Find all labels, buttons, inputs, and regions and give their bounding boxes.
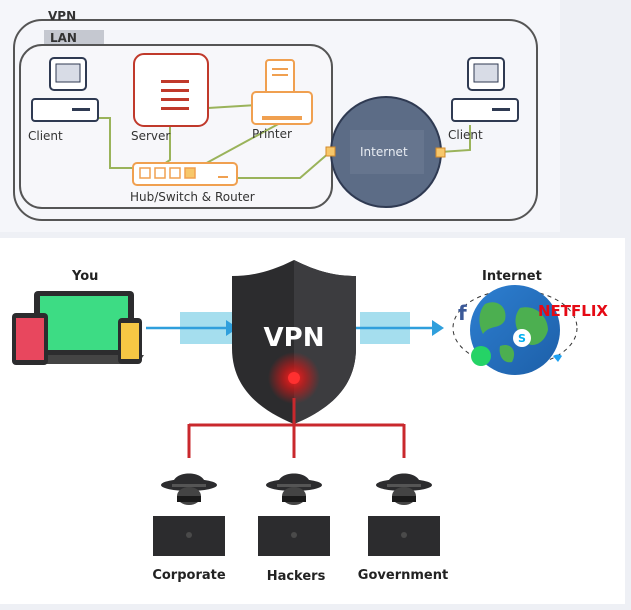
network-svg: VPN LAN Client Server Printer xyxy=(13,9,538,221)
vpn-title: VPN xyxy=(48,9,76,23)
line-client-hub xyxy=(98,117,133,169)
internet-label-bottom: Internet xyxy=(482,269,542,284)
vpn-protection-diagram: You VPN Internet xyxy=(0,238,625,604)
globe-icon xyxy=(452,285,578,375)
threat-connectors xyxy=(187,398,406,458)
hub-icon xyxy=(132,162,238,186)
vpn-shield-label: VPN xyxy=(264,323,325,353)
twitter-icon xyxy=(553,354,562,362)
vpn-boundary xyxy=(13,19,538,221)
threat-label-government: Government xyxy=(358,568,448,583)
svg-text:S: S xyxy=(518,332,526,345)
lan-title-bg xyxy=(44,30,104,45)
printer-icon xyxy=(251,59,313,125)
internet-label-bg xyxy=(350,130,424,174)
internet-port-right xyxy=(435,147,446,158)
printer-label: Printer xyxy=(252,127,292,141)
client-left-label: Client xyxy=(28,129,63,143)
threat-government-icon xyxy=(368,473,440,556)
hub-label: Hub/Switch & Router xyxy=(130,190,255,204)
vpn-shield-icon xyxy=(232,260,356,424)
threat-label-corporate: Corporate xyxy=(152,568,226,583)
server-icon xyxy=(133,53,209,127)
line-internet-client xyxy=(439,125,471,153)
internet-port-left xyxy=(325,146,336,157)
you-label: You xyxy=(71,269,98,284)
threat-hackers-icon xyxy=(258,473,330,556)
threat-corporate-icon xyxy=(153,473,225,556)
client-left-icon xyxy=(31,57,99,122)
devices-icon xyxy=(12,291,144,365)
client-right-label: Client xyxy=(448,128,483,142)
netflix-logo: NETFLIX xyxy=(538,302,608,320)
server-label: Server xyxy=(131,129,170,143)
lan-title: LAN xyxy=(50,31,77,45)
whatsapp-icon xyxy=(471,346,491,366)
network-diagram: VPN LAN Client Server Printer xyxy=(0,0,560,232)
line-server-printer xyxy=(207,104,259,109)
arrow-head-right xyxy=(432,320,444,336)
threat-label-hackers: Hackers xyxy=(267,569,326,584)
facebook-icon: f xyxy=(458,301,467,325)
skype-icon xyxy=(513,329,531,347)
vpn-flow-svg: You VPN Internet xyxy=(12,260,608,584)
client-right-icon xyxy=(451,57,519,122)
internet-label: Internet xyxy=(360,145,408,159)
line-hub-internet xyxy=(237,151,331,179)
